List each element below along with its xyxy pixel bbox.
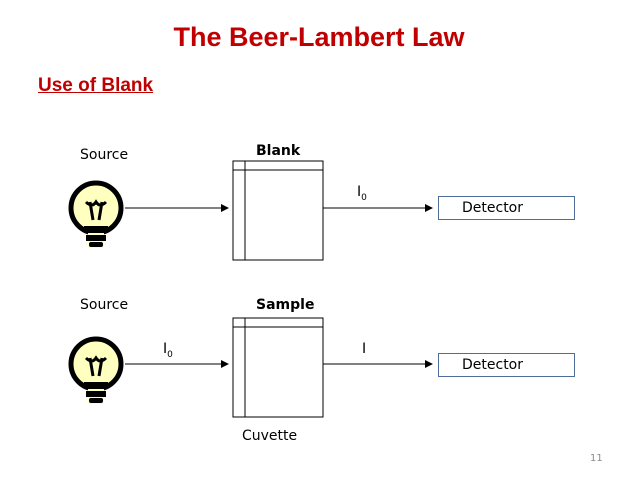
intensity-label-i: I xyxy=(362,341,367,357)
blank-cuvette xyxy=(232,160,324,261)
detector-box: Detector xyxy=(438,196,575,220)
detector-box: Detector xyxy=(438,353,575,377)
cuvette-caption: Cuvette xyxy=(242,428,298,444)
sample-cuvette xyxy=(232,317,324,418)
blank-label: Blank xyxy=(256,143,301,159)
slide-subtitle: Use of Blank xyxy=(38,75,154,96)
source-label: Source xyxy=(80,297,129,313)
light-bulb-icon xyxy=(68,180,124,248)
light-bulb-icon xyxy=(68,336,124,404)
sample-label: Sample xyxy=(256,297,315,313)
intensity-label-i0: I0 xyxy=(357,184,367,203)
source-label: Source xyxy=(80,147,129,163)
slide-title: The Beer-Lambert Law xyxy=(173,22,465,52)
page-number: 11 xyxy=(590,453,603,464)
intensity-label-i0: I0 xyxy=(163,341,173,360)
